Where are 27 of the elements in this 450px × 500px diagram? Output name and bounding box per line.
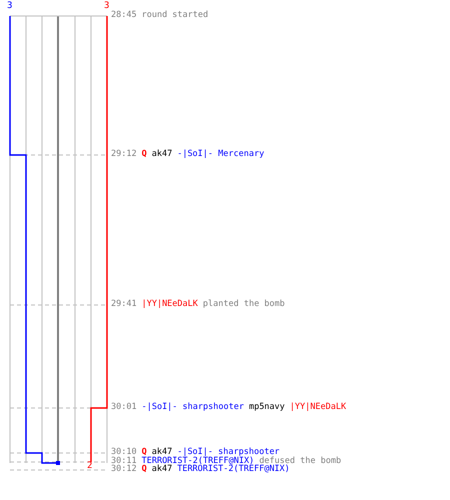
timestamp: 30:01 [111, 402, 137, 412]
event-text: defused the bomb [259, 456, 342, 466]
player-name: |YY|NEeDaLK [142, 299, 198, 309]
player-name: -|SoI|- Mercenary [177, 149, 264, 159]
weapon-name: mp5navy [248, 402, 285, 412]
player-name: -|SoI|- sharpshooter [177, 447, 280, 457]
event-text: round started [142, 10, 208, 20]
weapon-name: ak47 [152, 464, 172, 474]
player-name: TERRORIST-2(TREFF@NIX) [177, 464, 290, 474]
weapon-name: ak47 [152, 447, 172, 457]
timestamp: 28:45 [111, 10, 137, 20]
timestamp: 29:12 [111, 149, 137, 159]
team-count: 2 [87, 462, 92, 471]
kill-marker: Q [142, 149, 147, 159]
team-count: 3 [7, 2, 12, 11]
kill-marker: Q [142, 447, 147, 457]
player-name: TERRORIST-2(TREFF@NIX) [142, 456, 254, 466]
event-text: planted the bomb [202, 299, 285, 309]
kill-marker: Q [142, 464, 147, 474]
timestamp: 30:11 [111, 456, 137, 466]
team-count: 3 [104, 2, 110, 11]
player-name: -|SoI|- sharpshooter [142, 402, 244, 412]
player-name: |YY|NEeDaLK [290, 402, 346, 412]
weapon-name: ak47 [152, 149, 172, 159]
timestamp: 30:12 [111, 464, 137, 474]
timestamp: 29:41 [111, 299, 137, 309]
timestamp: 30:10 [111, 447, 137, 457]
